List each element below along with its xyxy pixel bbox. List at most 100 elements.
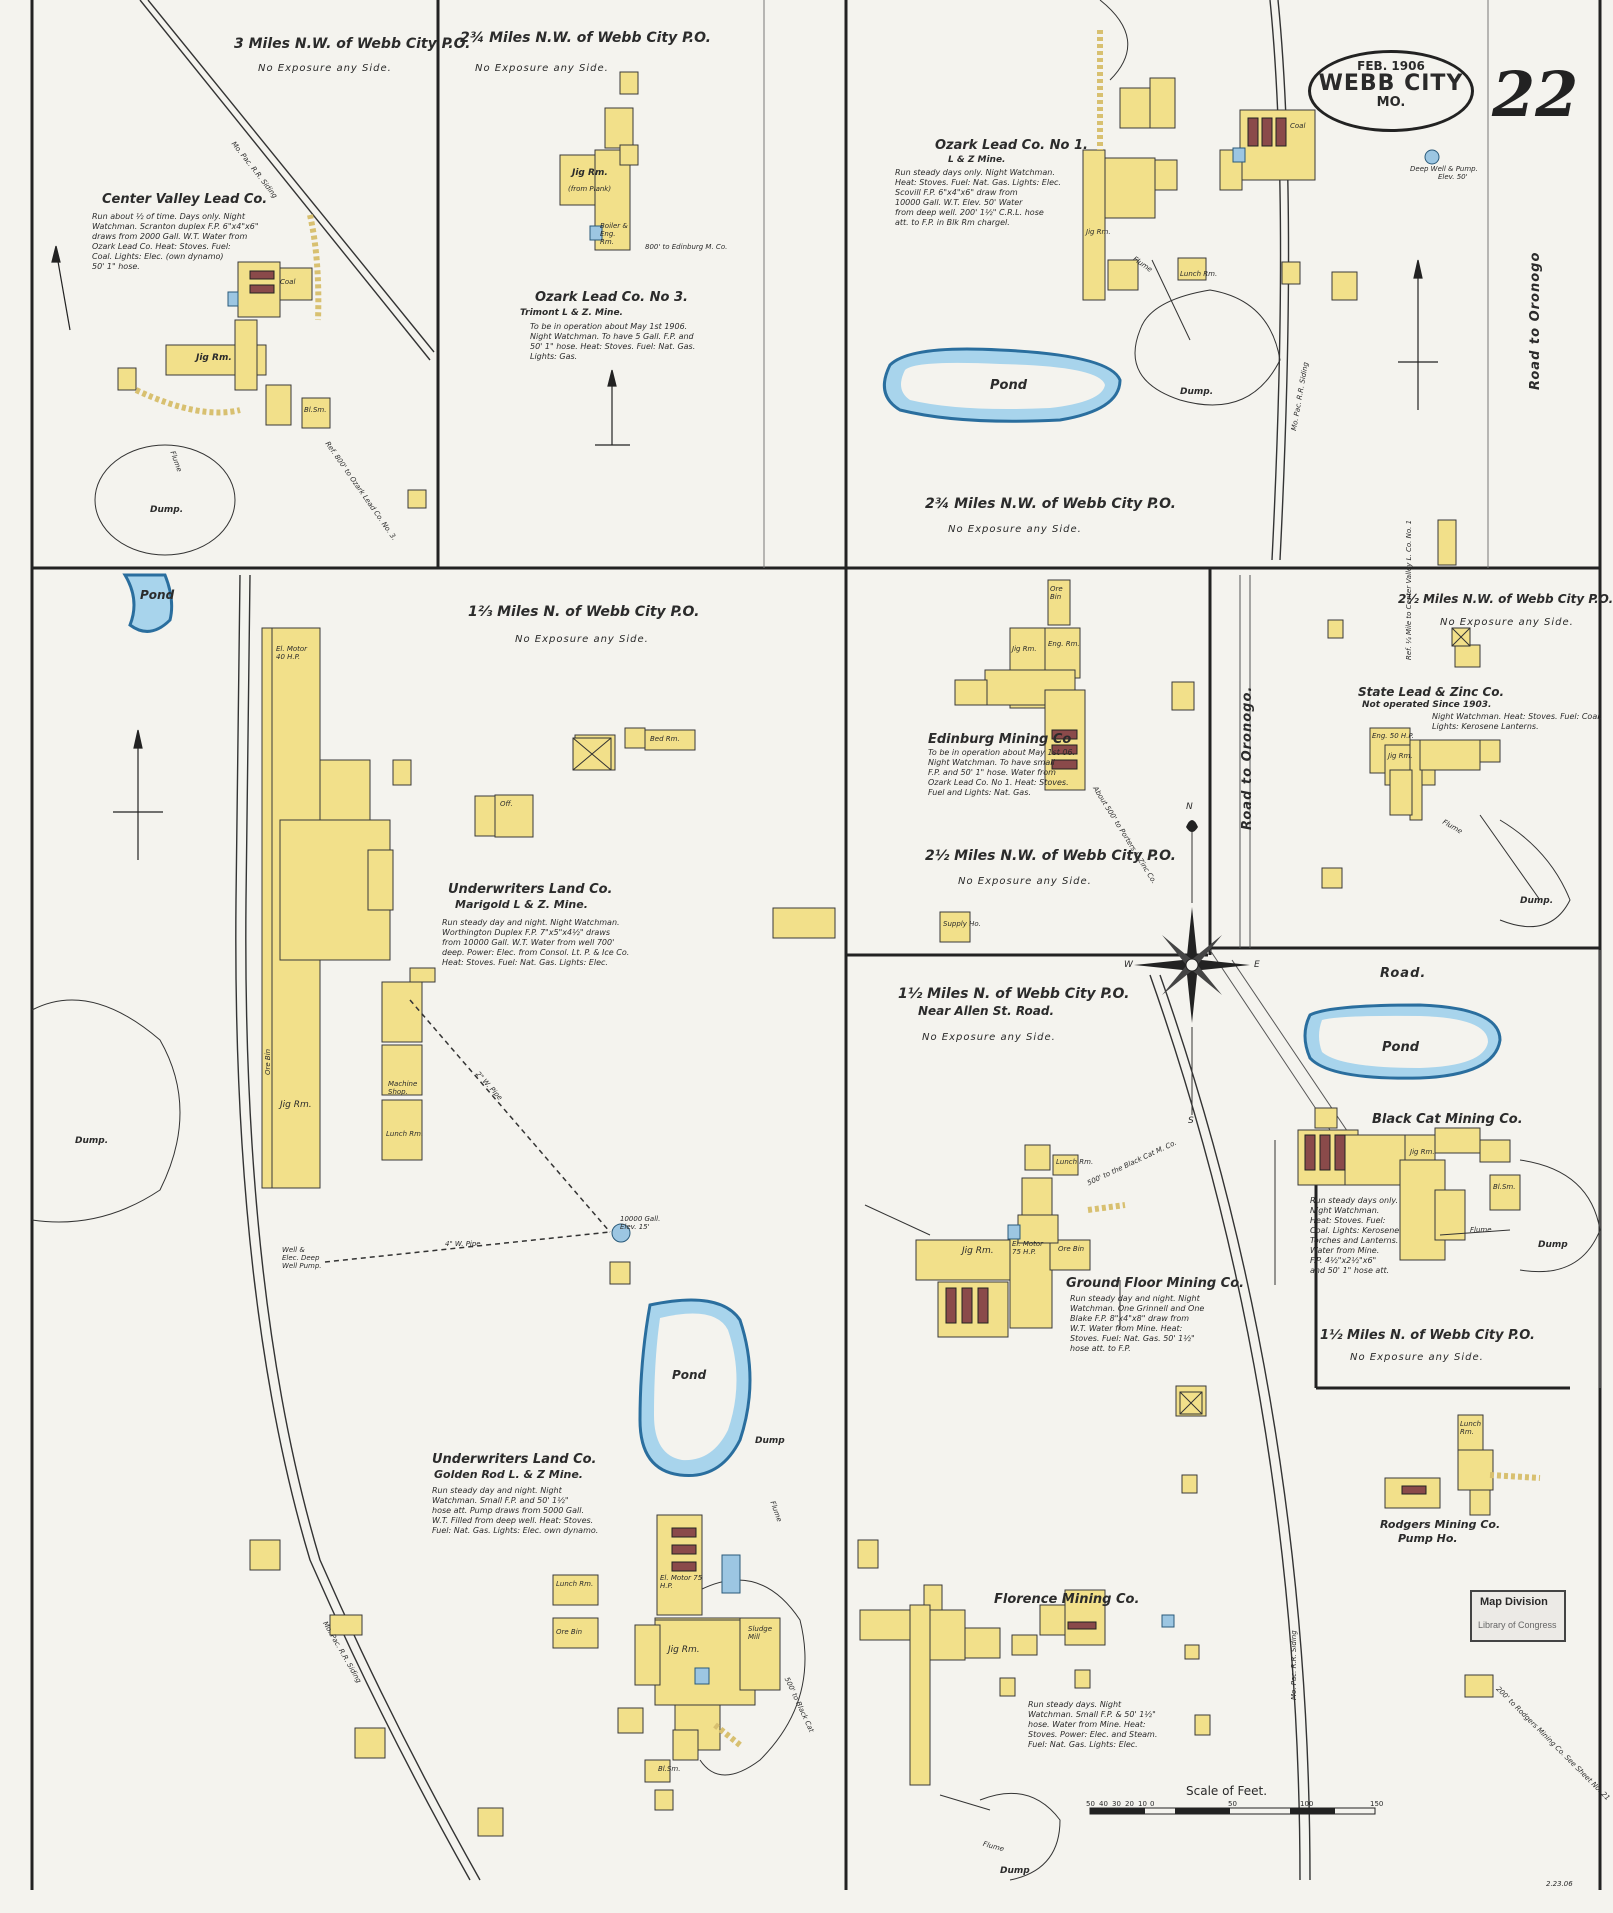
north-arrow-icons	[51, 245, 1438, 860]
scale-tick: 10	[1138, 1800, 1147, 1808]
p4-tank: 10000 Gall. Elev. 15'	[620, 1215, 661, 1231]
p3-heading: 2¾ Miles N.W. of Webb City P.O.	[925, 496, 1176, 512]
scale-tick: 50	[1228, 1800, 1237, 1808]
p2-mine: Trimont L & Z. Mine.	[520, 308, 623, 318]
p6-jig: Jig Rm.	[1388, 752, 1413, 760]
p4-company: Underwriters Land Co.	[448, 882, 613, 897]
p8-company2b: Pump Ho.	[1398, 1532, 1458, 1545]
p2-notes: To be in operation about May 1st 1906. N…	[530, 322, 696, 361]
p8-company2: Rodgers Mining Co.	[1380, 1518, 1501, 1531]
p2-company: Ozark Lead Co. No 3.	[535, 290, 688, 305]
p3-exposure: No Exposure any Side.	[948, 524, 1082, 535]
boilers	[249, 117, 1427, 1630]
p8-jig: Jig Rm.	[1410, 1148, 1435, 1156]
p6-dump: Dump.	[1520, 896, 1554, 906]
p4-heading: 1⅔ Miles N. of Webb City P.O.	[468, 604, 700, 620]
p3-lunch: Lunch Rm.	[1180, 270, 1218, 278]
p9-mine: Golden Rod L. & Z Mine.	[434, 1468, 583, 1481]
p6-notes: Night Watchman. Heat: Stoves. Fuel: Coal…	[1432, 712, 1602, 731]
p4-machine: Machine Shop.	[388, 1080, 418, 1096]
stamp-line2: Library of Congress	[1478, 1620, 1557, 1630]
scale-tick: 20	[1125, 1800, 1134, 1808]
p1-coal: Coal	[280, 278, 296, 286]
p2-jig: Jig Rm.	[572, 168, 608, 178]
library-stamp: Map Division Library of Congress	[1470, 1590, 1566, 1642]
scale-tick: 40	[1099, 1800, 1108, 1808]
compass-rose-icon	[1134, 820, 1250, 1115]
scale-tick: 50	[1086, 1800, 1095, 1808]
p1-company: Center Valley Lead Co.	[102, 192, 268, 207]
p7-notes1: Run steady day and night. Night Watchman…	[1070, 1294, 1205, 1353]
p7-company1: Ground Floor Mining Co.	[1066, 1276, 1245, 1291]
p4-bed: Bed Rm.	[650, 735, 680, 743]
p4-dump: Dump.	[75, 1136, 109, 1146]
panel-borders	[30, 0, 1602, 1890]
p5-eng: Eng. Rm.	[1048, 640, 1080, 648]
compass-n: N	[1186, 802, 1193, 812]
dump-outlines	[31, 0, 1601, 1881]
p1-heading: 3 Miles N.W. of Webb City P.O.	[234, 36, 471, 52]
p9-lunch: Lunch Rm.	[556, 1580, 594, 1588]
scale-bar	[1089, 1807, 1376, 1815]
p7-exposure: No Exposure any Side.	[922, 1032, 1056, 1043]
p9-sludge: Sludge Mill	[748, 1625, 773, 1641]
p5-heading: 2½ Miles N.W. of Webb City P.O.	[925, 848, 1176, 864]
p4-motor: El. Motor 40 H.P.	[276, 645, 308, 661]
p3-road: Road to Oronogo	[1528, 251, 1543, 390]
sheet-number: 22	[1492, 58, 1579, 131]
p9-company: Underwriters Land Co.	[432, 1452, 597, 1467]
p7-jig: Jig Rm.	[962, 1246, 994, 1256]
p9-pond: Pond	[672, 1368, 707, 1382]
ponds	[122, 347, 1502, 1478]
p8-notes1: Run steady days only. Night Watchman. He…	[1310, 1196, 1400, 1275]
p4-lunch: Lunch Rm.	[386, 1130, 424, 1138]
p7-heading: 1½ Miles N. of Webb City P.O.	[898, 986, 1130, 1002]
p8-flume: Flume	[1470, 1226, 1492, 1234]
p6-company: State Lead & Zinc Co.	[1358, 685, 1505, 699]
p6-heading: 2½ Miles N.W. of Webb City P.O.	[1398, 592, 1613, 606]
scale-label: Scale of Feet.	[1186, 1784, 1268, 1798]
p8-company1: Black Cat Mining Co.	[1372, 1112, 1523, 1127]
p6-status: Not operated Since 1903.	[1362, 700, 1492, 710]
p5-jig: Jig Rm.	[1012, 645, 1037, 653]
p3-elev: Elev. 50'	[1438, 173, 1468, 181]
p1-blsm: Bl.Sm.	[304, 406, 327, 414]
p4-ore: Ore Bin	[264, 1048, 272, 1075]
p7-notes2: Run steady days. Night Watchman. Small F…	[1028, 1700, 1158, 1749]
compass-e: E	[1254, 960, 1260, 970]
p9-dump: Dump	[755, 1436, 785, 1446]
p9-ore: Ore Bin	[556, 1628, 583, 1636]
p9-notes: Run steady day and night. Night Watchman…	[432, 1486, 599, 1535]
p7-dump: Dump	[1000, 1866, 1030, 1876]
city-name: WEBB CITY	[1318, 71, 1464, 96]
p6-exposure: No Exposure any Side.	[1440, 617, 1574, 628]
p3-pond: Pond	[990, 378, 1028, 393]
p1-notes: Run about ½ of time. Days only. Night Wa…	[92, 212, 259, 271]
p4-mine: Marigold L & Z. Mine.	[455, 898, 588, 911]
compass-s: S	[1188, 1116, 1194, 1126]
p4-pipe1: 4" W. Pipe	[445, 1240, 481, 1248]
scale-tick: 100	[1300, 1800, 1314, 1808]
p1-exposure: No Exposure any Side.	[258, 63, 392, 74]
p3-notes: Run steady days only. Night Watchman. He…	[895, 168, 1061, 227]
title-cartouche: FEB. 1906 WEBB CITY MO.	[1308, 50, 1474, 132]
p5-company: Edinburg Mining Co	[928, 732, 1072, 747]
p2-ref: 800' to Edinburg M. Co.	[645, 243, 728, 251]
p2-exposure: No Exposure any Side.	[475, 63, 609, 74]
p8-blsm: Bl.Sm.	[1493, 1183, 1516, 1191]
p7-lunch: Lunch Rm.	[1056, 1158, 1094, 1166]
p9-jig: Jig Rm.	[668, 1645, 700, 1655]
p3-coal: Coal	[1290, 122, 1306, 130]
p2-heading: 2¾ Miles N.W. of Webb City P.O.	[460, 30, 711, 46]
p6-ref: Ref. ¼ Mile to Center Valley L. Co. No. …	[1405, 519, 1413, 660]
p4-well: Well & Elec. Deep Well Pump.	[282, 1246, 322, 1270]
p9-motor: El. Motor 75 H.P.	[660, 1574, 703, 1590]
p3-dump: Dump.	[1180, 387, 1214, 397]
p7-motor: El. Motor 75 H.P.	[1012, 1240, 1044, 1256]
p8-lunch: Lunch Rm.	[1460, 1420, 1482, 1436]
p5-ore: Ore Bin	[1050, 585, 1063, 601]
scale-tick: 150	[1370, 1800, 1384, 1808]
p4-notes: Run steady day and night. Night Watchman…	[442, 918, 630, 967]
p9-blsm: Bl.Sm.	[658, 1765, 681, 1773]
